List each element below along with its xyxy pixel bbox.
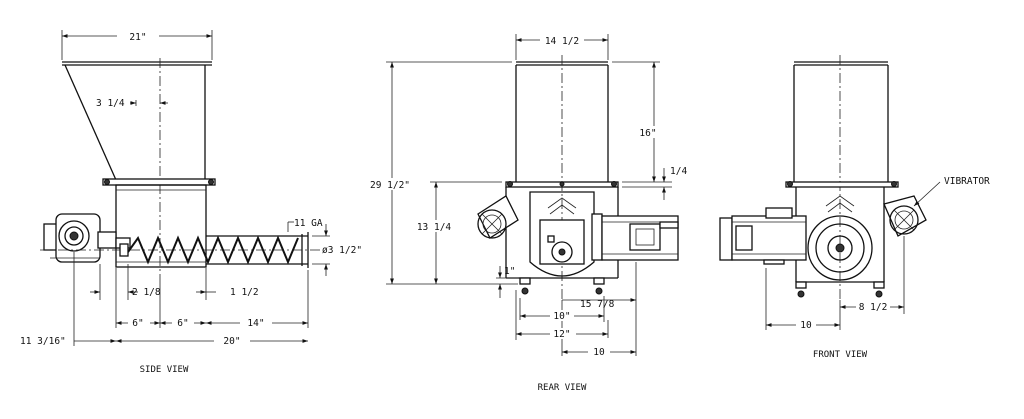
rear-motor	[591, 213, 679, 261]
side-view: 21" 3 1/4 11 GA ø3 1/2" 2 1/8 1 1/2	[20, 30, 362, 375]
rear-flange	[505, 181, 619, 188]
side-auger-tube	[40, 232, 320, 268]
rear-dim-a: 15 7/8	[580, 299, 615, 310]
rear-vibrator	[477, 195, 519, 239]
side-dim-gauge: 11 GA	[294, 218, 323, 229]
front-flange	[785, 181, 899, 188]
front-dim-a: 10	[800, 320, 812, 331]
side-view-label: SIDE VIEW	[140, 365, 189, 375]
rear-dim-hopper-height: 16"	[639, 128, 656, 139]
rear-dim-b: 10"	[553, 311, 570, 322]
side-dim-g: 20"	[223, 336, 240, 347]
side-dim-b: 1 1/2	[230, 287, 259, 298]
rear-dim-foot: 1"	[504, 266, 515, 277]
side-dim-top-width: 21"	[129, 32, 146, 43]
side-motor	[43, 213, 131, 263]
rear-dimensions: 14 1/2 16" 1/4 29 1/2" 13 1/4 1"	[364, 34, 687, 358]
rear-dim-c: 12"	[553, 329, 570, 340]
side-dim-tube-dia: ø3 1/2"	[322, 245, 362, 256]
front-view-label: FRONT VIEW	[813, 350, 868, 360]
front-hopper	[793, 55, 889, 300]
rear-view-label: REAR VIEW	[538, 383, 587, 393]
side-dim-d: 6"	[177, 318, 188, 329]
rear-view: 14 1/2 16" 1/4 29 1/2" 13 1/4 1"	[364, 34, 687, 393]
front-vibrator	[883, 195, 927, 237]
rear-dim-d: 10	[593, 347, 605, 358]
rear-dim-top-width: 14 1/2	[545, 36, 579, 47]
rear-dim-flange: 1/4	[670, 166, 687, 177]
side-flange	[102, 178, 216, 186]
front-motor	[719, 207, 807, 265]
front-body	[795, 187, 885, 298]
side-dim-a: 2 1/8	[132, 287, 161, 298]
front-label-vibrator: VIBRATOR	[944, 176, 990, 187]
side-dim-e: 14"	[247, 318, 264, 329]
front-dimensions: VIBRATOR 10 8 1/2	[765, 176, 990, 331]
side-dim-c: 6"	[132, 318, 143, 329]
front-dim-b: 8 1/2	[859, 302, 888, 313]
rear-body	[505, 187, 619, 295]
side-dimensions: 21" 3 1/4 11 GA ø3 1/2" 2 1/8 1 1/2	[20, 30, 362, 347]
side-dim-f: 11 3/16"	[20, 336, 66, 347]
rear-dim-overall-height: 29 1/2"	[370, 180, 410, 191]
side-hopper	[62, 58, 212, 275]
side-dim-offset: 3 1/4	[96, 98, 125, 109]
front-view: VIBRATOR 10 8 1/2 FRONT VIEW	[719, 55, 990, 360]
side-trough	[115, 184, 207, 268]
rear-dim-body-height: 13 1/4	[417, 222, 452, 233]
